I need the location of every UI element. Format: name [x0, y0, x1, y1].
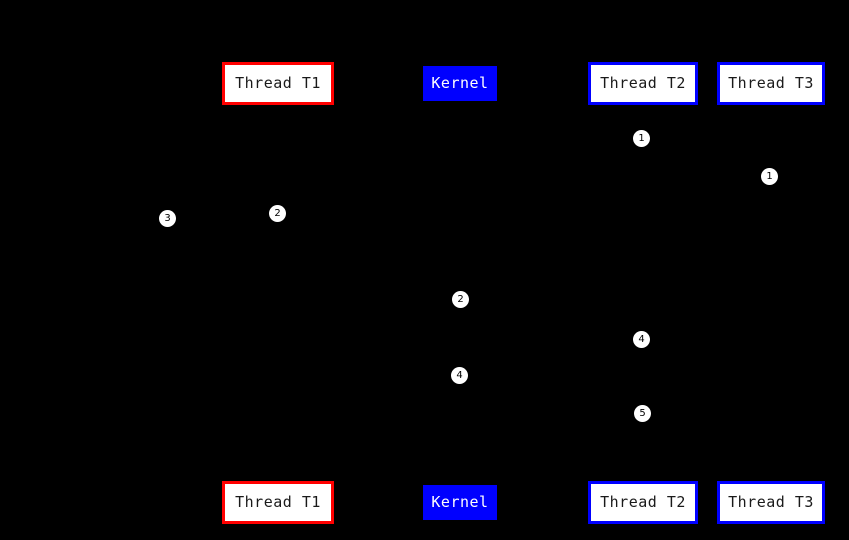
participant-footer-label-thread-t1: Thread T1 — [235, 493, 321, 511]
participant-footer-thread-t2[interactable]: Thread T2 — [588, 481, 698, 524]
message-arrowhead-6 — [635, 321, 643, 329]
participant-label-kernel: Kernel — [431, 74, 489, 92]
participant-thread-t2[interactable]: Thread T2 — [588, 62, 698, 105]
participant-label-thread-t2: Thread T2 — [600, 74, 686, 92]
message-arrowhead-4 — [270, 246, 278, 254]
lifeline-thread-t2 — [643, 105, 644, 481]
message-arrow-7 — [460, 362, 643, 363]
message-arrowhead-8 — [635, 396, 643, 404]
participant-footer-kernel[interactable]: Kernel — [423, 485, 497, 520]
message-arrow-9 — [460, 438, 643, 439]
message-arrowhead-2 — [460, 184, 468, 192]
message-arrow-6 — [460, 325, 643, 326]
step-bullet-6: 4 — [633, 331, 650, 348]
step-bullet-2: 1 — [761, 168, 778, 185]
message-arrow-4 — [167, 250, 278, 251]
message-arrowhead-5 — [452, 281, 460, 289]
message-arrowhead-3 — [167, 224, 175, 232]
step-bullet-7: 4 — [451, 367, 468, 384]
message-arrowhead-9 — [460, 434, 468, 442]
message-arrow-3 — [167, 228, 278, 229]
participant-footer-thread-t3[interactable]: Thread T3 — [717, 481, 825, 524]
participant-label-thread-t1: Thread T1 — [235, 74, 321, 92]
message-arrowhead-7 — [460, 358, 468, 366]
step-bullet-5: 2 — [452, 291, 469, 308]
participant-footer-thread-t1[interactable]: Thread T1 — [222, 481, 334, 524]
participant-kernel[interactable]: Kernel — [423, 66, 497, 101]
lifeline-notch-t1-footer — [277, 477, 280, 481]
step-bullet-8: 5 — [634, 405, 651, 422]
participant-thread-t3[interactable]: Thread T3 — [717, 62, 825, 105]
participant-thread-t1[interactable]: Thread T1 — [222, 62, 334, 105]
message-arrow-1 — [460, 150, 643, 151]
participant-footer-label-kernel: Kernel — [431, 493, 489, 511]
message-arrowhead-1 — [460, 146, 468, 154]
lifeline-thread-t1 — [278, 105, 279, 481]
step-bullet-4: 2 — [269, 205, 286, 222]
participant-footer-label-thread-t2: Thread T2 — [600, 493, 686, 511]
message-arrow-2 — [460, 188, 771, 189]
step-bullet-3: 3 — [159, 210, 176, 227]
message-arrow-8 — [460, 400, 643, 401]
lifeline-thread-t3 — [771, 105, 772, 481]
lifeline-notch-t3-footer — [770, 477, 773, 481]
lifeline-notch-t2-footer — [642, 477, 645, 481]
message-arrow-5 — [278, 285, 460, 286]
step-bullet-1: 1 — [633, 130, 650, 147]
participant-footer-label-thread-t3: Thread T3 — [728, 493, 814, 511]
participant-label-thread-t3: Thread T3 — [728, 74, 814, 92]
